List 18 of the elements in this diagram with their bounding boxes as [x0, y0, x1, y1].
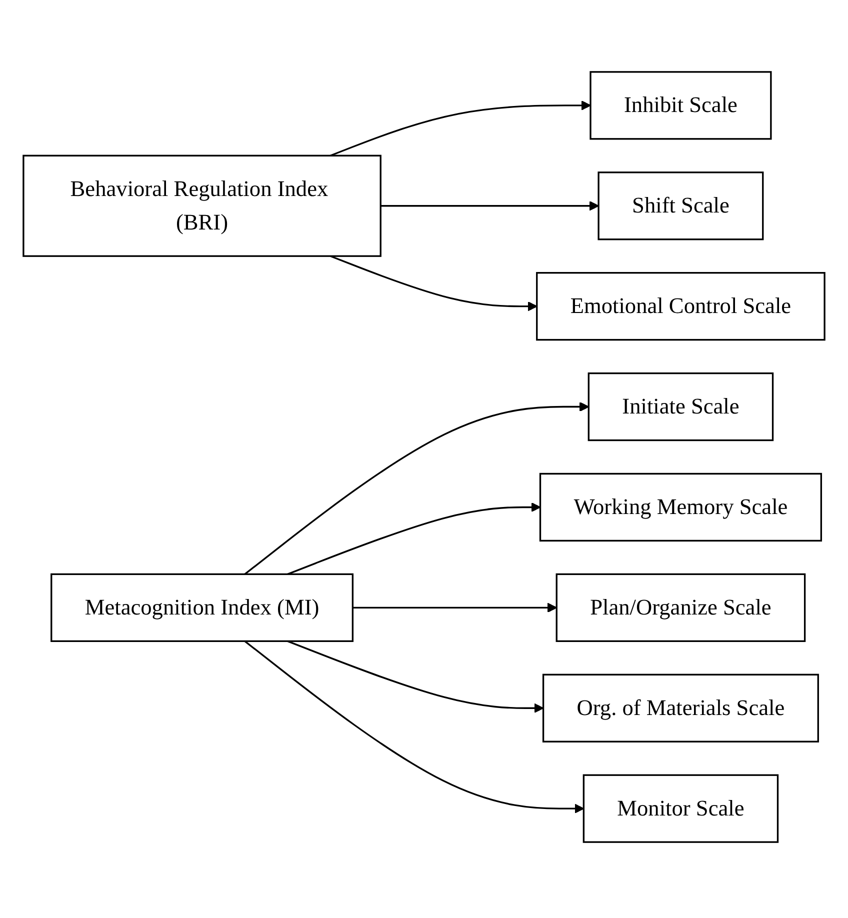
arrow [244, 640, 584, 813]
node-box: Emotional Control Scale [536, 272, 826, 340]
node-box: Monitor Scale [582, 774, 779, 842]
node-box: Behavioral Regulation Index (BRI) [22, 154, 382, 256]
node-box: Plan/Organize Scale [556, 572, 806, 642]
node-box: Shift Scale [598, 171, 764, 240]
arrow [287, 502, 541, 574]
arrow [287, 640, 544, 713]
node-box: Org. of Materials Scale [542, 673, 819, 742]
node-box: Initiate Scale [588, 372, 774, 441]
arrow [330, 100, 591, 156]
node-box: Inhibit Scale [590, 70, 772, 140]
node-box: Metacognition Index (MI) [50, 572, 354, 642]
arrow [330, 254, 538, 311]
arrow [244, 401, 590, 574]
arrow [352, 602, 558, 612]
arrow [380, 200, 599, 210]
node-box: Working Memory Scale [539, 472, 822, 542]
